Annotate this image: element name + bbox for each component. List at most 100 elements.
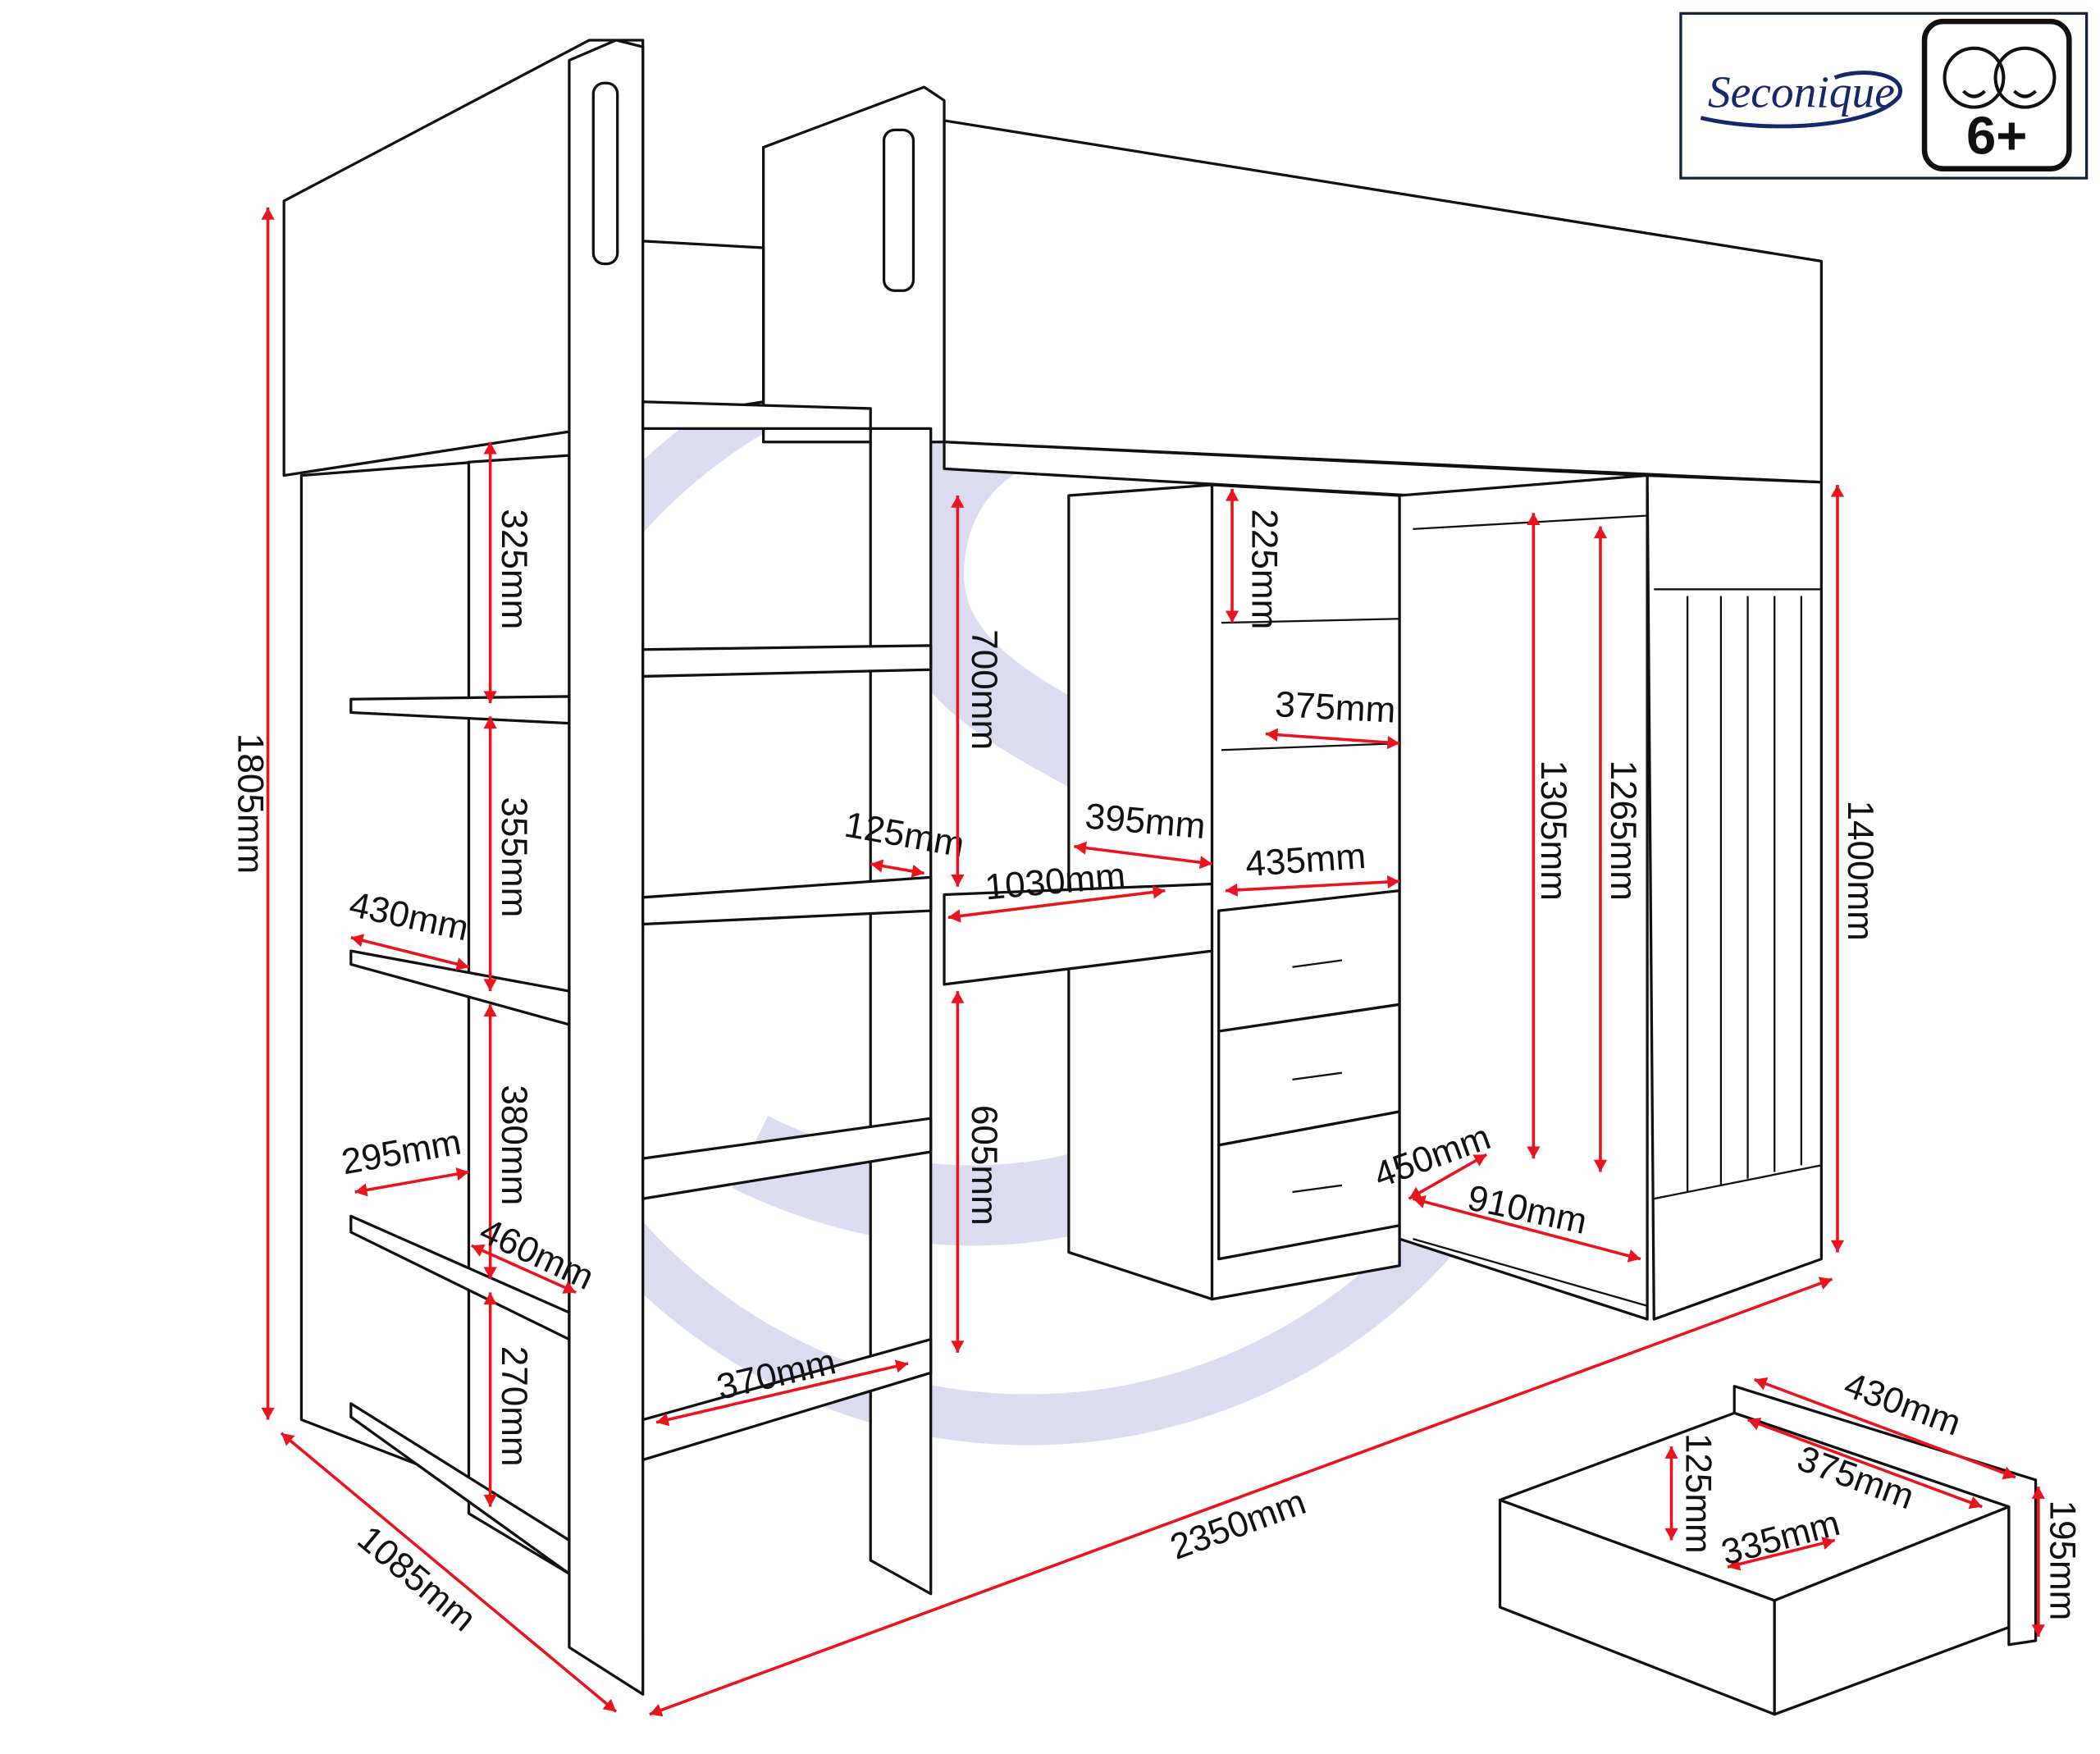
arrowhead-icon [1074,841,1087,855]
dimension-label: 605mm [964,1105,1004,1226]
dimension-line [1746,1418,1983,1509]
dimension-line [1408,1153,1488,1200]
arrowhead-icon [483,1267,497,1280]
dimension-desk-lower-height: 605mm [951,991,1004,1353]
arrowhead-icon [951,991,965,1003]
arrowhead-icon [656,1413,670,1427]
arrowhead-icon [1830,484,1845,497]
arrowhead-icon [1728,1557,1742,1571]
dimension-desk-width: 1030mm [947,856,1166,923]
dimension-overall-height: 1805mm [230,208,275,1420]
arrowhead-icon [483,979,497,992]
dimension-label: 355mm [494,797,534,917]
arrowhead-icon [1413,1195,1427,1208]
arrowhead-icon [951,496,965,508]
arrowhead-icon [2031,1624,2045,1637]
arrowhead-icon [1593,526,1608,539]
arrowhead-icon [602,1698,617,1712]
dimension-label: 195mm [2042,1500,2082,1620]
dimension-line [354,1170,469,1194]
dimension-line [1754,1377,2016,1479]
dimension-line [280,1432,618,1713]
arrowhead-icon [1472,1154,1487,1167]
dimension-cubby-height: 225mm [1225,488,1284,629]
dimension-label: 1305mm [1533,760,1573,900]
arrowhead-icon [1627,1249,1641,1263]
dimension-label: 1805mm [230,733,270,874]
dimension-line [649,1277,1833,1716]
children-faces-icon [1942,46,2057,109]
arrowhead-icon [354,1183,368,1197]
dimension-label: 380mm [494,1085,534,1205]
arrowhead-icon [1968,1496,1983,1510]
dimension-label: 1085mm [350,1518,484,1639]
dimension-line [1225,879,1400,893]
dimension-left-shelf-3: 380mm [483,1004,534,1280]
dimension-label: 270mm [494,1346,534,1467]
dimension-line [470,1244,577,1295]
arrowhead-icon [1527,1146,1541,1159]
arrowhead-icon [1818,1277,1833,1290]
arrowhead-icon [471,1244,486,1257]
dimension-drawer-front-height: 195mm [2031,1487,2082,1637]
arrowhead-icon [1754,1377,1769,1391]
dimension-line [1727,1538,1836,1569]
dimension-left-shelf-4: 270mm [483,1292,534,1507]
arrowhead-icon [1408,1186,1423,1199]
arrowhead-icon [1830,1240,1845,1253]
arrowhead-icon [483,716,497,729]
arrowhead-icon [483,1292,497,1305]
arrowhead-icon [1593,1159,1608,1172]
dimension-label: 225mm [1244,509,1284,629]
arrowhead-icon [350,934,365,948]
arrowhead-icon [951,875,965,887]
dimension-left-shelf-2: 355mm [483,716,534,992]
arrowhead-icon [1225,610,1239,623]
arrowhead-icon [1386,735,1400,750]
dimension-drawer-unit-width: 435mm [1225,836,1400,898]
arrowhead-icon [1664,1528,1678,1541]
dimension-line [947,888,1166,920]
dimension-desk-upper-height: 700mm [951,496,1004,887]
arrowhead-icon [649,1703,664,1717]
dimension-line [1412,1197,1641,1261]
arrowhead-icon [261,208,275,220]
dimension-label: 125mm [1678,1433,1718,1554]
brand-logo-box: Seconique 6+ [1679,11,2089,180]
arrowhead-icon [483,1494,497,1507]
dimension-line [655,1362,909,1424]
arrowhead-icon [1225,488,1239,501]
arrowhead-icon [1527,513,1541,525]
arrowhead-icon [947,909,961,923]
arrowhead-icon [1664,1446,1678,1459]
arrowhead-icon [2002,1466,2016,1480]
dimension-label: 2350mm [1165,1482,1311,1568]
dimension-label: 375mm [1274,684,1396,731]
dimension-wardrobe-height-2: 1265mm [1593,526,1643,1172]
arrowhead-icon [455,1167,469,1181]
arrowhead-icon [1265,728,1279,742]
arrowhead-icon [562,1281,577,1294]
brand-logo: Seconique [1708,68,1895,118]
arrowhead-icon [261,1407,275,1420]
arrowhead-icon [951,1341,965,1353]
age-rating-badge: 6+ [1966,106,2027,166]
arrowhead-icon [1152,885,1166,899]
arrowhead-icon [1821,1537,1835,1550]
dimension-left-shelf-1: 325mm [483,441,534,704]
arrowhead-icon [911,864,924,878]
dimension-label: 435mm [1244,836,1367,884]
dimension-cubby-width: 375mm [1265,684,1400,750]
dimension-drawer-inner-height: 125mm [1664,1433,1718,1554]
bunk-bed-drawing [282,39,2038,1716]
dimension-line [1074,844,1212,866]
dimension-label: 1265mm [1603,760,1643,900]
dimension-wardrobe-height-1: 1305mm [1527,513,1573,1159]
arrowhead-icon [894,1359,908,1373]
arrowhead-icon [483,441,497,454]
dimension-line [1265,732,1400,745]
arrowhead-icon [1225,883,1238,898]
arrowhead-icon [870,859,884,873]
